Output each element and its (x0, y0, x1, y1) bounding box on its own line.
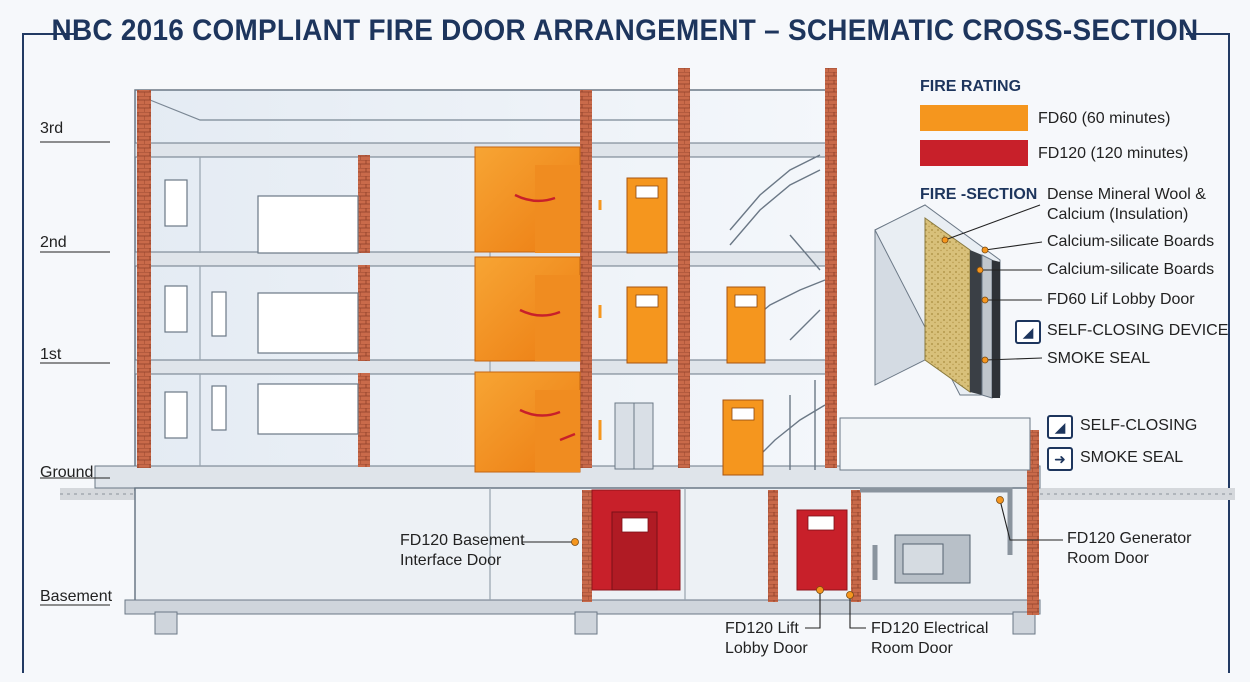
stair-core (729, 154, 826, 471)
legend-heading: FIRE RATING (920, 78, 1022, 95)
frame-line-top-left (22, 33, 74, 35)
leader-dots (571, 236, 1004, 599)
frame-line-top-right (1186, 33, 1230, 35)
fd60-doors (474, 146, 766, 476)
legend-label-fd120: FD120 (120 minutes) (1038, 145, 1189, 162)
generator-icon (860, 487, 1013, 584)
callout-basement-door-line2: Interface Door (400, 552, 502, 569)
window-group (164, 179, 359, 439)
key-smoke-seal: SMOKE SEAL (1080, 449, 1184, 466)
annex-room (839, 417, 1031, 471)
leader-lines (40, 141, 1063, 629)
callout-electrical-line1: FD120 Electrical (871, 620, 989, 637)
fire-section-detail (874, 204, 1001, 399)
floor-label-basement: Basement (40, 588, 113, 605)
key-self-closing: SELF-CLOSING (1080, 417, 1198, 434)
page-title: NBC 2016 COMPLIANT FIRE DOOR ARRANGEMENT… (51, 14, 1199, 47)
frame-line-left (22, 33, 24, 673)
callout-generator-line2: Room Door (1067, 550, 1149, 567)
section-insulation-line1: Dense Mineral Wool & (1047, 186, 1206, 203)
fd120-doors (591, 489, 848, 591)
section-lobby-door: FD60 Lif Lobby Door (1047, 291, 1195, 308)
callout-electrical-line2: Room Door (871, 640, 953, 657)
smoke-seal-icon: ➜ (1047, 447, 1073, 471)
frame-line-right (1228, 33, 1230, 673)
section-heading: FIRE -SECTION (920, 186, 1038, 203)
self-closing-icon: ◢ (1015, 320, 1041, 344)
floor-label-3rd: 3rd (40, 120, 64, 137)
section-insulation-line2: Calcium (Insulation) (1047, 206, 1189, 223)
floor-label-ground: Ground (40, 464, 94, 481)
floor-label-1st: 1st (40, 346, 62, 363)
lift-car (614, 402, 654, 470)
callout-lift-lobby-line1: FD120 Lift (725, 620, 799, 637)
section-board-2: Calcium-silicate Boards (1047, 261, 1215, 278)
section-closing-device: SELF-CLOSING DEVICE (1047, 322, 1229, 339)
floor-label-2nd: 2nd (40, 234, 67, 251)
legend-label-fd60: FD60 (60 minutes) (1038, 110, 1171, 127)
legend-swatch-fd120 (920, 140, 1028, 166)
callout-basement-door-line1: FD120 Basement (400, 532, 525, 549)
legend-swatch-fd60 (920, 105, 1028, 131)
section-board-1: Calcium-silicate Boards (1047, 233, 1215, 250)
section-smoke-seal: SMOKE SEAL (1047, 350, 1151, 367)
callout-lift-lobby-line2: Lobby Door (725, 640, 808, 657)
callout-generator-line1: FD120 Generator (1067, 530, 1192, 547)
self-closing-icon: ◢ (1047, 415, 1073, 439)
